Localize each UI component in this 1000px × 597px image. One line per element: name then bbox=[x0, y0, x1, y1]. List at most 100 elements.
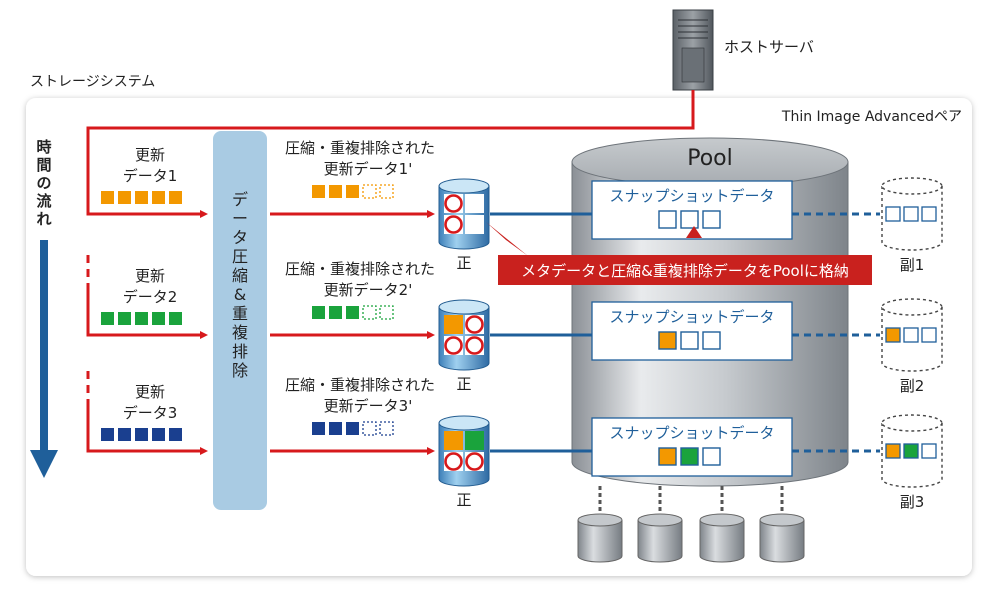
compression-char: 除 bbox=[232, 361, 248, 380]
data-block bbox=[329, 422, 342, 435]
drive-icon bbox=[637, 513, 683, 563]
compression-char: 重 bbox=[232, 304, 248, 323]
data-block bbox=[169, 191, 182, 204]
snapshot-block bbox=[702, 447, 721, 466]
snapshot-block bbox=[680, 447, 699, 466]
secondary-volume-icon bbox=[881, 414, 943, 488]
primary-volume-label: 正 bbox=[456, 254, 471, 272]
data-block bbox=[346, 306, 359, 319]
time-flow-char: れ bbox=[36, 210, 51, 228]
drive-icon bbox=[577, 513, 623, 563]
data-block bbox=[169, 312, 182, 325]
compression-char: & bbox=[234, 285, 246, 304]
update-data-label: データ2 bbox=[123, 288, 178, 306]
compression-char: 圧 bbox=[232, 247, 248, 266]
snapshot-block bbox=[680, 331, 699, 350]
host-server-label: ホストサーバ bbox=[724, 38, 814, 56]
time-flow-char: 流 bbox=[36, 192, 51, 210]
secondary-volume-icon bbox=[881, 177, 943, 251]
data-block bbox=[152, 428, 165, 441]
down-arrow-icon bbox=[30, 240, 58, 478]
server-icon bbox=[672, 9, 714, 91]
data-block bbox=[346, 422, 359, 435]
data-block bbox=[169, 428, 182, 441]
host-flow-line bbox=[86, 90, 695, 218]
pool-label: Pool bbox=[687, 146, 733, 171]
data-block bbox=[312, 422, 325, 435]
data-block-outline bbox=[362, 305, 377, 320]
drive-icon bbox=[759, 513, 805, 563]
data-block bbox=[152, 191, 165, 204]
data-block bbox=[152, 312, 165, 325]
data-block bbox=[329, 185, 342, 198]
snapshot-block bbox=[658, 447, 677, 466]
callout-label: メタデータと圧縮&重複排除データをPoolに格納 bbox=[521, 262, 849, 280]
update-data-label: データ3 bbox=[123, 404, 178, 422]
data-block-outline bbox=[362, 184, 377, 199]
drive-icon bbox=[699, 513, 745, 563]
secondary-volume-label: 副2 bbox=[900, 377, 925, 395]
primary-volume-icon bbox=[438, 299, 490, 371]
data-block bbox=[135, 312, 148, 325]
data-block bbox=[101, 428, 114, 441]
time-flow-char: 間 bbox=[36, 156, 51, 174]
data-block-outline bbox=[379, 421, 394, 436]
secondary-volume-label: 副3 bbox=[900, 493, 925, 511]
compression-char: ー bbox=[232, 209, 248, 228]
snapshot-label: スナップショットデータ bbox=[609, 187, 774, 205]
data-block bbox=[312, 185, 325, 198]
compressed-data-label: 圧縮・重複排除された bbox=[285, 376, 435, 394]
data-block bbox=[118, 191, 131, 204]
snapshot-block bbox=[702, 210, 721, 229]
update-data-label: 更新 bbox=[135, 383, 165, 401]
primary-volume-label: 正 bbox=[456, 375, 471, 393]
secondary-volume-label: 副1 bbox=[900, 256, 925, 274]
snapshot-label: スナップショットデータ bbox=[609, 308, 774, 326]
snapshot-block bbox=[702, 331, 721, 350]
storage-system-label: ストレージシステム bbox=[30, 74, 155, 90]
primary-volume-icon bbox=[438, 178, 490, 250]
compressed-data-label: 更新データ3' bbox=[324, 397, 413, 415]
data-block bbox=[312, 306, 325, 319]
snapshot-block bbox=[680, 210, 699, 229]
compression-char: デ bbox=[232, 190, 248, 209]
update-data-label: 更新 bbox=[135, 146, 165, 164]
data-block bbox=[118, 312, 131, 325]
data-block bbox=[101, 312, 114, 325]
pair-label: Thin Image Advancedペア bbox=[781, 109, 962, 125]
compressed-data-label: 圧縮・重複排除された bbox=[285, 139, 435, 157]
time-flow-char: の bbox=[36, 174, 51, 192]
primary-volume-label: 正 bbox=[456, 491, 471, 509]
compressed-data-label: 更新データ1' bbox=[324, 160, 413, 178]
data-block bbox=[135, 191, 148, 204]
data-block-outline bbox=[379, 184, 394, 199]
data-block-outline bbox=[362, 421, 377, 436]
metadata-callout: メタデータと圧縮&重複排除データをPoolに格納 bbox=[486, 222, 872, 285]
snapshot-box bbox=[591, 417, 793, 477]
update-data-label: データ1 bbox=[123, 167, 178, 185]
update-data-label: 更新 bbox=[135, 267, 165, 285]
snapshot-box bbox=[591, 301, 793, 361]
snapshot-label: スナップショットデータ bbox=[609, 424, 774, 442]
secondary-volume-icon bbox=[881, 298, 943, 372]
data-block bbox=[135, 428, 148, 441]
primary-volume-icon bbox=[438, 415, 490, 487]
data-block-outline bbox=[379, 305, 394, 320]
snapshot-block bbox=[658, 210, 677, 229]
data-block bbox=[118, 428, 131, 441]
compression-bar bbox=[213, 131, 267, 510]
data-block bbox=[329, 306, 342, 319]
compressed-data-label: 更新データ2' bbox=[324, 281, 413, 299]
compression-char: 複 bbox=[232, 323, 248, 342]
compression-char: 縮 bbox=[232, 266, 248, 285]
compression-char: 排 bbox=[232, 342, 248, 361]
time-flow-char: 時 bbox=[36, 138, 51, 156]
compressed-data-label: 圧縮・重複排除された bbox=[285, 260, 435, 278]
compression-char: タ bbox=[232, 228, 248, 247]
data-block bbox=[346, 185, 359, 198]
snapshot-block bbox=[658, 331, 677, 350]
